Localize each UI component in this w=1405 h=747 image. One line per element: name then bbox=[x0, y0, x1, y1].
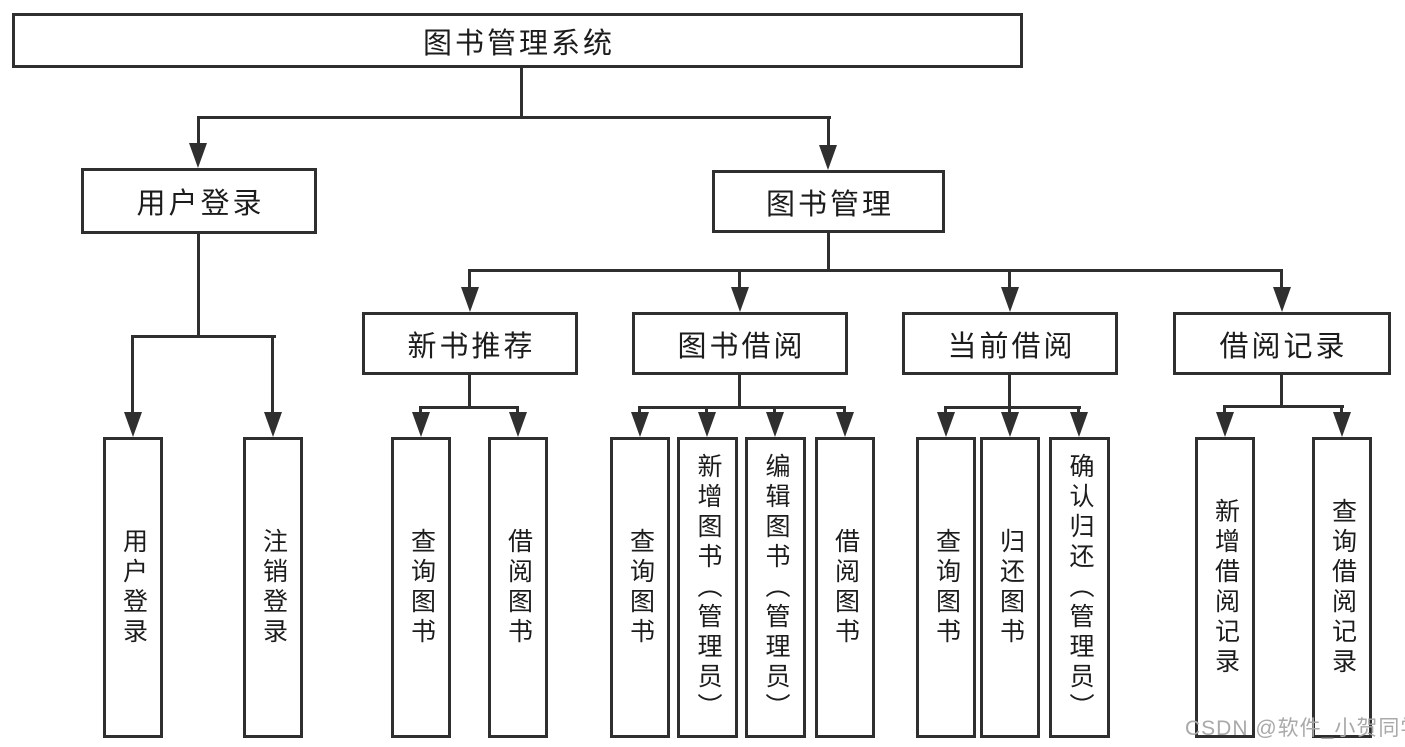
leaf-add-books-admin-label: 新增图书（管理员） bbox=[694, 452, 722, 723]
edge-borrowing-stem-1 bbox=[638, 406, 641, 415]
edge-root-stem-left bbox=[197, 116, 200, 146]
leaf-confirm-return-admin-label: 确认归还（管理员） bbox=[1066, 452, 1094, 723]
edge-current-vertical bbox=[1008, 375, 1011, 406]
leaf-query-borrow-record: 查询借阅记录 bbox=[1312, 437, 1372, 738]
edge-user-login-horizontal bbox=[131, 335, 276, 338]
leaf-query-books-current: 查询图书 bbox=[916, 437, 976, 738]
arrowhead-down-icon bbox=[836, 412, 854, 437]
node-borrowing-records: 借阅记录 bbox=[1173, 312, 1391, 375]
edge-recommend-horizontal bbox=[419, 406, 519, 409]
node-book-management-label: 图书管理 bbox=[765, 188, 894, 221]
node-new-book-recommendation-label: 新书推荐 bbox=[407, 330, 536, 363]
leaf-borrow-books-recommend: 借阅图书 bbox=[488, 437, 548, 738]
arrowhead-down-icon bbox=[264, 412, 282, 437]
arrowhead-down-icon bbox=[698, 412, 716, 437]
leaf-edit-books-admin-label: 编辑图书（管理员） bbox=[762, 452, 790, 723]
arrowhead-down-icon bbox=[819, 145, 837, 170]
edge-book-mgmt-stem-2 bbox=[738, 269, 741, 290]
node-user-login: 用户登录 bbox=[81, 168, 317, 234]
edge-current-stem-1 bbox=[944, 406, 947, 415]
edge-borrowing-stem-2 bbox=[705, 406, 708, 415]
leaf-logout: 注销登录 bbox=[243, 437, 303, 738]
node-current-borrowing: 当前借阅 bbox=[902, 312, 1118, 375]
edge-records-horizontal bbox=[1223, 405, 1344, 408]
edge-current-stem-3 bbox=[1077, 406, 1080, 415]
leaf-logout-label: 注销登录 bbox=[259, 527, 288, 648]
arrowhead-down-icon bbox=[509, 412, 527, 437]
arrowhead-down-icon bbox=[631, 412, 649, 437]
edge-root-stem-right bbox=[827, 116, 830, 148]
leaf-return-books: 归还图书 bbox=[980, 437, 1040, 738]
arrowhead-down-icon bbox=[124, 412, 142, 437]
edge-records-stem-1 bbox=[1223, 405, 1226, 415]
edge-book-mgmt-horizontal bbox=[468, 269, 1283, 272]
edge-root-vertical bbox=[520, 68, 523, 118]
edge-recommend-stem-2 bbox=[516, 406, 519, 415]
edge-current-horizontal bbox=[944, 406, 1081, 409]
leaf-borrow-books-borrowing: 借阅图书 bbox=[815, 437, 875, 738]
arrowhead-down-icon bbox=[1001, 287, 1019, 312]
node-book-management: 图书管理 bbox=[712, 170, 945, 233]
node-borrowing-records-label: 借阅记录 bbox=[1219, 330, 1348, 363]
leaf-borrow-books-recommend-label: 借阅图书 bbox=[504, 527, 533, 648]
node-book-borrowing: 图书借阅 bbox=[632, 312, 848, 375]
leaf-borrow-books-borrowing-label: 借阅图书 bbox=[831, 527, 860, 648]
edge-user-login-stem-1 bbox=[131, 335, 134, 415]
arrowhead-down-icon bbox=[189, 143, 207, 168]
leaf-add-borrow-record: 新增借阅记录 bbox=[1195, 437, 1255, 738]
edge-current-stem-2 bbox=[1008, 406, 1011, 415]
leaf-query-books-borrowing: 查询图书 bbox=[610, 437, 670, 738]
arrowhead-down-icon bbox=[731, 287, 749, 312]
node-new-book-recommendation: 新书推荐 bbox=[362, 312, 578, 375]
edge-borrowing-vertical bbox=[738, 375, 741, 406]
arrowhead-down-icon bbox=[461, 287, 479, 312]
edge-borrowing-horizontal bbox=[638, 406, 846, 409]
edge-borrowing-stem-4 bbox=[843, 406, 846, 415]
leaf-query-borrow-record-label: 查询借阅记录 bbox=[1328, 497, 1357, 678]
arrowhead-down-icon bbox=[937, 412, 955, 437]
node-root: 图书管理系统 bbox=[12, 13, 1023, 68]
edge-borrowing-stem-3 bbox=[773, 406, 776, 415]
leaf-query-books-recommend-label: 查询图书 bbox=[407, 527, 436, 648]
edge-user-login-vertical bbox=[197, 234, 200, 335]
csdn-watermark: CSDN @软件_小贺同学 bbox=[1185, 717, 1405, 740]
node-root-label: 图书管理系统 bbox=[422, 27, 615, 60]
leaf-edit-books-admin: 编辑图书（管理员） bbox=[745, 437, 806, 738]
edge-book-mgmt-stem-3 bbox=[1008, 269, 1011, 290]
arrowhead-down-icon bbox=[412, 412, 430, 437]
edge-recommend-stem-1 bbox=[419, 406, 422, 415]
node-user-login-label: 用户登录 bbox=[136, 188, 265, 220]
arrowhead-down-icon bbox=[1001, 412, 1019, 437]
edge-user-login-stem-2 bbox=[271, 335, 274, 415]
arrowhead-down-icon bbox=[1216, 412, 1234, 437]
leaf-user-login: 用户登录 bbox=[103, 437, 163, 738]
edge-recommend-vertical bbox=[468, 375, 471, 406]
leaf-query-books-recommend: 查询图书 bbox=[391, 437, 451, 738]
arrowhead-down-icon bbox=[1070, 412, 1088, 437]
leaf-query-books-borrowing-label: 查询图书 bbox=[626, 527, 655, 648]
edge-records-vertical bbox=[1280, 375, 1283, 405]
node-book-borrowing-label: 图书借阅 bbox=[677, 330, 806, 363]
edge-book-mgmt-stem-4 bbox=[1280, 269, 1283, 290]
arrowhead-down-icon bbox=[766, 412, 784, 437]
edge-records-stem-2 bbox=[1340, 405, 1343, 415]
leaf-add-books-admin: 新增图书（管理员） bbox=[677, 437, 738, 738]
arrowhead-down-icon bbox=[1273, 287, 1291, 312]
leaf-query-books-current-label: 查询图书 bbox=[932, 527, 961, 648]
node-current-borrowing-label: 当前借阅 bbox=[947, 330, 1076, 363]
arrowhead-down-icon bbox=[1333, 412, 1351, 437]
leaf-return-books-label: 归还图书 bbox=[996, 527, 1025, 648]
leaf-confirm-return-admin: 确认归还（管理员） bbox=[1049, 437, 1110, 738]
edge-book-mgmt-vertical bbox=[827, 233, 830, 269]
edge-book-mgmt-stem-1 bbox=[468, 269, 471, 290]
edge-root-horizontal bbox=[197, 116, 831, 119]
leaf-user-login-label: 用户登录 bbox=[119, 527, 148, 648]
leaf-add-borrow-record-label: 新增借阅记录 bbox=[1211, 497, 1240, 678]
